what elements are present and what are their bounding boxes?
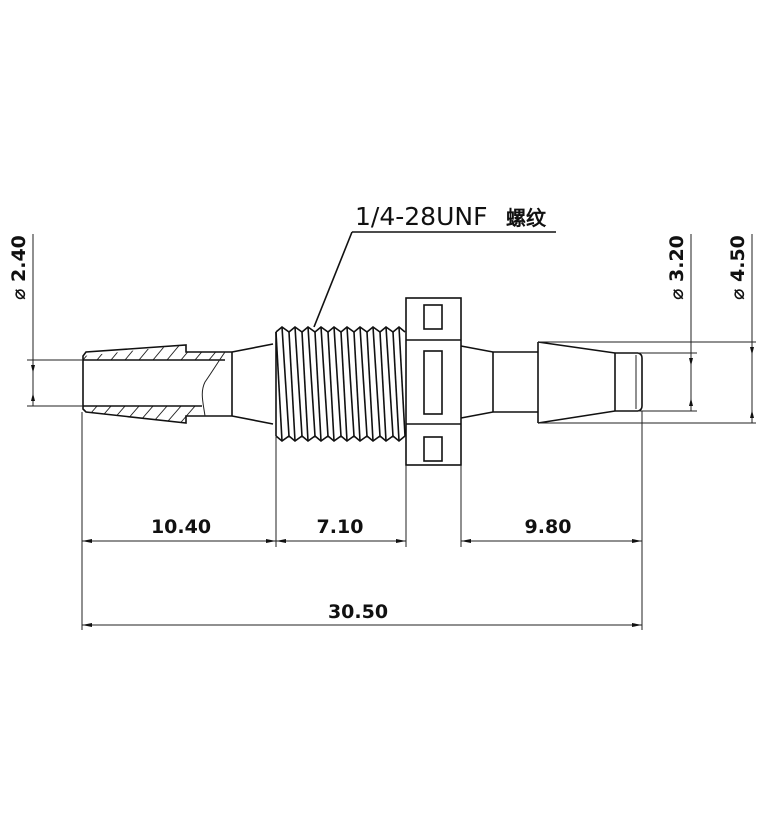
extension-lines bbox=[81, 411, 643, 630]
left-barb-length-value: 10.40 bbox=[151, 516, 211, 538]
right-barb bbox=[460, 341, 643, 424]
thread-section bbox=[275, 325, 406, 443]
right-bore-value: 3.20 bbox=[666, 235, 688, 282]
thread-label-cn: 螺纹 bbox=[506, 206, 547, 230]
diameter-symbol: ⌀ bbox=[727, 289, 749, 300]
right-barb-length-value: 9.80 bbox=[525, 516, 572, 538]
dim-left-barb-length: 10.40 bbox=[82, 516, 276, 543]
left-bore-value: 2.40 bbox=[8, 235, 30, 282]
hex-flange bbox=[405, 297, 462, 466]
dim-right-bore: ⌀ 3.20 bbox=[638, 234, 697, 412]
diameter-symbol: ⌀ bbox=[8, 289, 30, 300]
thread-callout: 1/4-28UNF 螺纹 bbox=[313, 202, 556, 328]
section-hatch-top bbox=[83, 345, 225, 360]
diameter-symbol: ⌀ bbox=[666, 289, 688, 300]
left-barb-section bbox=[82, 343, 274, 425]
dim-overall-length: 30.50 bbox=[82, 601, 642, 627]
overall-length-value: 30.50 bbox=[328, 601, 388, 623]
thread-length-value: 7.10 bbox=[317, 516, 364, 538]
dim-left-bore: ⌀ 2.40 bbox=[8, 234, 83, 407]
right-barb-value: 4.50 bbox=[727, 235, 749, 282]
thread-spec-label: 1/4-28UNF bbox=[355, 202, 487, 231]
dim-right-barb-length: 9.80 bbox=[461, 516, 642, 543]
thread-crest-lines bbox=[275, 326, 406, 442]
dim-right-barb: ⌀ 4.50 bbox=[538, 234, 756, 424]
dim-thread-length: 7.10 bbox=[276, 516, 406, 543]
